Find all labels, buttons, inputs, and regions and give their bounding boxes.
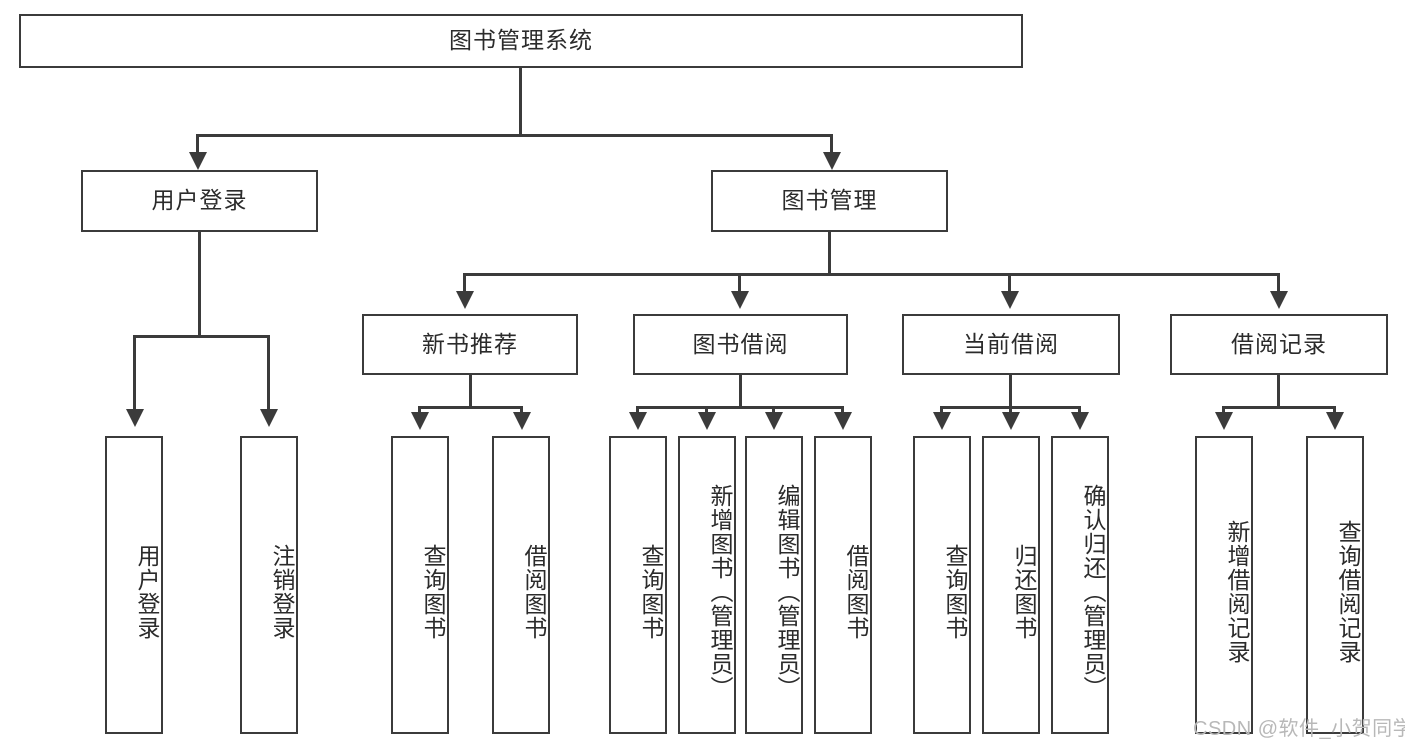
node-current-borrow[interactable]: 当前借阅 [902, 314, 1120, 375]
edge-book-borrow-bus [636, 406, 844, 409]
arrow-user-login-to-leaf-2 [260, 409, 278, 427]
arrow-root-to-book-management [823, 152, 841, 170]
leaf-book-borrow-borrow-book[interactable]: 借阅图书 [814, 436, 872, 734]
edge-bb-to-leaf-2 [705, 406, 708, 416]
edge-book-management-stem [828, 232, 831, 274]
arrow-br-to-leaf-2 [1326, 412, 1344, 430]
node-label: 确认归还（管理员） [1080, 484, 1106, 700]
edge-new-book-to-leaf-2 [520, 406, 523, 416]
node-label: 图书借阅 [692, 330, 789, 357]
edge-br-to-leaf-2 [1333, 406, 1336, 416]
edge-root-to-user-login [196, 134, 199, 158]
leaf-book-borrow-edit-book-admin[interactable]: 编辑图书（管理员） [745, 436, 803, 734]
node-book-borrow[interactable]: 图书借阅 [633, 314, 848, 375]
node-label: 注销登录 [269, 544, 295, 640]
arrow-bb-to-leaf-4 [834, 412, 852, 430]
node-label: 新增图书（管理员） [707, 484, 733, 700]
edge-bm-to-book-borrow [738, 273, 741, 295]
node-label: 查询图书 [942, 544, 968, 640]
arrow-root-to-user-login [189, 152, 207, 170]
arrow-bb-to-leaf-1 [629, 412, 647, 430]
node-root-book-management-system[interactable]: 图书管理系统 [19, 14, 1023, 68]
node-label: 图书管理系统 [449, 27, 593, 54]
node-book-management[interactable]: 图书管理 [711, 170, 948, 232]
edge-book-management-bus [463, 273, 1280, 276]
node-label: 用户登录 [134, 544, 160, 640]
arrow-bm-to-current-borrow [1001, 291, 1019, 309]
node-user-login[interactable]: 用户登录 [81, 170, 318, 232]
node-label: 借阅记录 [1231, 330, 1327, 357]
node-label: 用户登录 [151, 187, 248, 214]
leaf-borrow-record-query-record[interactable]: 查询借阅记录 [1306, 436, 1364, 734]
edge-cb-to-leaf-1 [940, 406, 943, 416]
edge-user-login-to-leaf-1 [133, 335, 136, 413]
node-new-book-recommend[interactable]: 新书推荐 [362, 314, 578, 375]
edge-user-login-stem [198, 232, 201, 336]
leaf-book-borrow-add-book-admin[interactable]: 新增图书（管理员） [678, 436, 736, 734]
node-label: 当前借阅 [963, 330, 1059, 357]
node-label: 借阅图书 [521, 544, 547, 640]
edge-current-borrow-stem [1009, 375, 1012, 407]
node-label: 借阅图书 [843, 544, 869, 640]
watermark-csdn: CSDN @软件_小贺同学 [1193, 718, 1405, 740]
edge-root-stem [519, 68, 522, 135]
edge-new-book-bus [418, 406, 523, 409]
node-label: 编辑图书（管理员） [774, 484, 800, 700]
node-label: 新增借阅记录 [1224, 520, 1250, 664]
edge-user-login-bus [133, 335, 270, 338]
arrow-user-login-to-leaf-1 [126, 409, 144, 427]
edge-borrow-record-bus [1222, 406, 1336, 409]
arrow-cb-to-leaf-3 [1071, 412, 1089, 430]
edge-new-book-to-leaf-1 [418, 406, 421, 416]
edge-bm-to-new-book [463, 273, 466, 295]
leaf-user-login-logout[interactable]: 注销登录 [240, 436, 298, 734]
arrow-bm-to-borrow-record [1270, 291, 1288, 309]
edge-book-borrow-stem [739, 375, 742, 407]
arrow-br-to-leaf-1 [1215, 412, 1233, 430]
edge-new-book-stem [469, 375, 472, 407]
edge-bb-to-leaf-3 [772, 406, 775, 416]
edge-root-to-book-management [830, 134, 833, 158]
leaf-user-login-login[interactable]: 用户登录 [105, 436, 163, 734]
edge-root-bus [196, 134, 833, 137]
leaf-current-borrow-return-book[interactable]: 归还图书 [982, 436, 1040, 734]
leaf-current-borrow-confirm-return-admin[interactable]: 确认归还（管理员） [1051, 436, 1109, 734]
arrow-bb-to-leaf-3 [765, 412, 783, 430]
edge-bb-to-leaf-4 [841, 406, 844, 416]
node-label: 查询借阅记录 [1335, 520, 1361, 664]
node-label: 查询图书 [420, 544, 446, 640]
arrow-bm-to-new-book [456, 291, 474, 309]
node-borrow-record[interactable]: 借阅记录 [1170, 314, 1388, 375]
edge-cb-to-leaf-2 [1009, 406, 1012, 416]
leaf-borrow-record-add-record[interactable]: 新增借阅记录 [1195, 436, 1253, 734]
arrow-cb-to-leaf-1 [933, 412, 951, 430]
edge-user-login-to-leaf-2 [267, 335, 270, 413]
node-label: 查询图书 [638, 544, 664, 640]
leaf-new-book-borrow-book[interactable]: 借阅图书 [492, 436, 550, 734]
leaf-current-borrow-query-book[interactable]: 查询图书 [913, 436, 971, 734]
edge-cb-to-leaf-3 [1078, 406, 1081, 416]
edge-bb-to-leaf-1 [636, 406, 639, 416]
arrow-bm-to-book-borrow [731, 291, 749, 309]
arrow-cb-to-leaf-2 [1002, 412, 1020, 430]
arrow-bb-to-leaf-2 [698, 412, 716, 430]
arrow-new-book-to-leaf-1 [411, 412, 429, 430]
node-label: 归还图书 [1011, 544, 1037, 640]
arrow-new-book-to-leaf-2 [513, 412, 531, 430]
node-label: 新书推荐 [422, 330, 518, 357]
edge-bm-to-current-borrow [1008, 273, 1011, 295]
leaf-new-book-query-book[interactable]: 查询图书 [391, 436, 449, 734]
node-label: 图书管理 [781, 187, 878, 214]
edge-borrow-record-stem [1277, 375, 1280, 407]
edge-bm-to-borrow-record [1277, 273, 1280, 295]
edge-br-to-leaf-1 [1222, 406, 1225, 416]
leaf-book-borrow-query-book[interactable]: 查询图书 [609, 436, 667, 734]
